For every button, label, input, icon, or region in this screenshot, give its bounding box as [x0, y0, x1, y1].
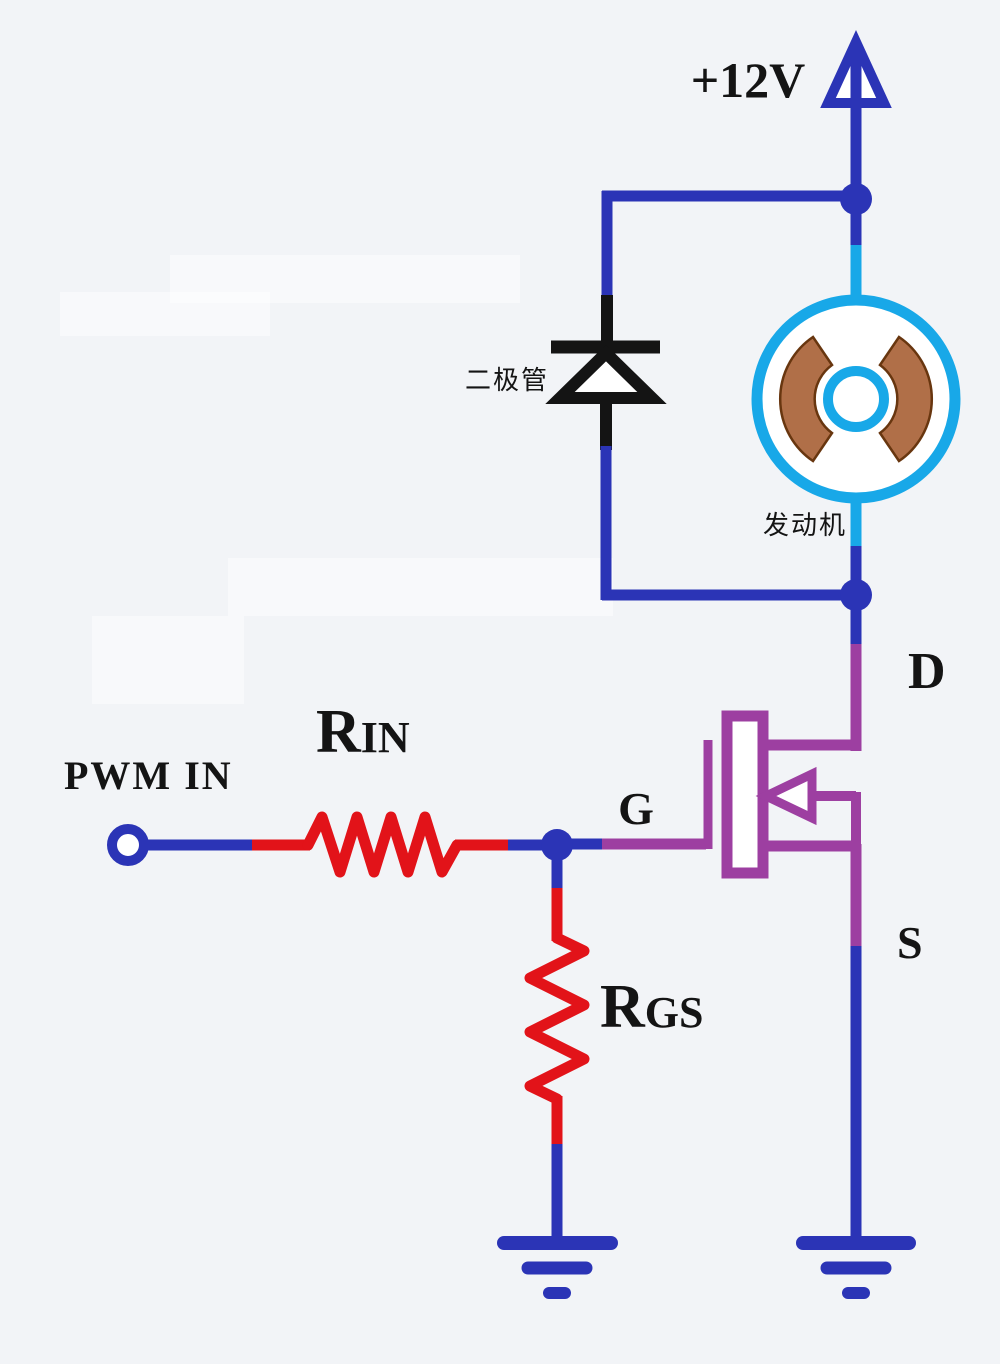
drain-label: D — [908, 643, 946, 700]
diode-label: 二极管 — [465, 366, 549, 396]
motor-right-brush — [878, 335, 933, 463]
mosfet-body-arrow-icon — [755, 766, 817, 826]
motor-label: 发动机 — [763, 511, 847, 541]
junction-dot-gate — [541, 829, 573, 861]
motor-left-brush — [779, 335, 834, 463]
background-patch — [170, 255, 520, 303]
ground-right — [796, 1236, 916, 1299]
source-label: S — [897, 917, 923, 968]
mosfet-channel-bar — [721, 710, 769, 879]
gate-label: G — [618, 783, 654, 834]
resistor-rgs-zigzag — [524, 932, 590, 1105]
supply-label: +12V — [691, 52, 806, 108]
ground-left — [497, 1236, 618, 1299]
pwm-terminal-circle — [107, 824, 149, 866]
motor-hub-circle — [823, 366, 889, 432]
diode-triangle — [545, 344, 667, 404]
pwm-input-label: PWM IN — [64, 753, 233, 798]
resistor-rin-zigzag — [302, 811, 463, 878]
rgs-label: RGS — [600, 973, 703, 1041]
background-patch — [92, 616, 244, 704]
background-patch — [228, 558, 613, 616]
rin-label: RIN — [316, 698, 410, 766]
background-patch — [60, 292, 270, 336]
